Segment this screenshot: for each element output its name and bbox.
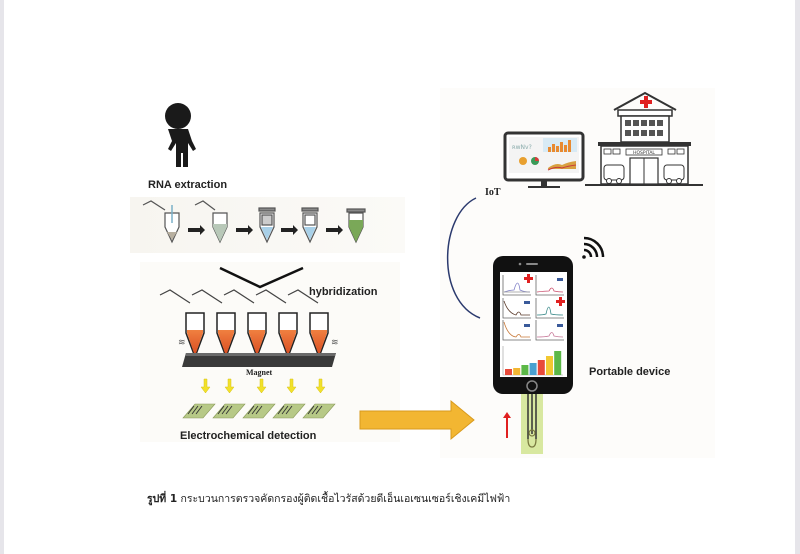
hospital-icon: HOSPITAL [585, 91, 703, 186]
portable-device-label: Portable device [589, 366, 671, 378]
positive-result-icon [556, 297, 565, 306]
electrode-icon [182, 403, 216, 419]
phone-bar [513, 368, 521, 375]
microtube-icon [301, 207, 319, 244]
smartphone-icon [493, 256, 573, 394]
rna-extraction-tubes [142, 200, 366, 244]
hybridization-tubes: ≋ ≋ [159, 289, 339, 360]
svg-text:≋: ≋ [331, 338, 339, 348]
phone-bar [554, 351, 562, 375]
merge-chevron [219, 266, 304, 289]
microtube-icon [142, 200, 180, 244]
iot-label: IoT [485, 187, 501, 198]
negative-result-icon [524, 324, 530, 327]
phone-bar-chart [505, 351, 562, 375]
arrow-right-icon [281, 225, 298, 235]
iot-connection-curve [446, 197, 481, 319]
arrow-right-icon [326, 225, 343, 235]
electrochemical-detection-label: Electrochemical detection [180, 430, 317, 442]
microtube-icon [346, 208, 366, 244]
rna-extraction-label: RNA extraction [148, 179, 228, 191]
electrode-icon [212, 403, 246, 419]
svg-text:≋: ≋ [178, 338, 186, 348]
arrow-up-icon [503, 412, 511, 438]
down-arrows [200, 378, 326, 394]
arrow-down-icon [286, 378, 297, 394]
negative-result-icon [524, 301, 530, 304]
electrode-icon [242, 403, 276, 419]
figure-number: รูปที่ 1 [147, 493, 178, 505]
sensor-strip-icon [521, 394, 543, 454]
microtube-icon [258, 207, 276, 244]
caption-text: กระบวนการตรวจคัดกรองผู้ติดเชื้อไวรัสด้วย… [180, 493, 511, 505]
arrow-right-icon [188, 225, 205, 235]
monitor-icon: ʀwNv? [503, 131, 585, 188]
svg-text:ʀwNv?: ʀwNv? [512, 144, 532, 151]
magnet-label: Magnet [246, 368, 273, 377]
phone-bar [546, 356, 553, 375]
red-cross-icon [640, 96, 652, 108]
wifi-icon [582, 236, 605, 259]
arrow-down-icon [315, 378, 326, 394]
hybridization-label: hybridization [309, 286, 378, 298]
figure-caption: รูปที่ 1 กระบวนการตรวจคัดกรองผู้ติดเชื้อ… [147, 490, 510, 507]
arrow-down-icon [200, 378, 211, 394]
process-arrow-icon [359, 399, 475, 441]
negative-result-icon [557, 324, 563, 327]
hospital-sign: HOSPITAL [633, 150, 655, 156]
positive-result-icon [524, 274, 533, 283]
phone-bar [537, 360, 545, 375]
electrodes [182, 403, 336, 419]
microtube-icon [194, 200, 228, 244]
phone-bar [529, 363, 537, 375]
person-icon [165, 103, 196, 167]
arrow-right-icon [236, 225, 253, 235]
electrode-icon [272, 403, 306, 419]
phone-bar [505, 369, 512, 375]
electrode-icon [302, 403, 336, 419]
arrow-down-icon [256, 378, 267, 394]
arrow-down-icon [224, 378, 235, 394]
phone-bar [521, 365, 529, 375]
magnet-icon [182, 353, 336, 367]
negative-result-icon [557, 278, 563, 281]
